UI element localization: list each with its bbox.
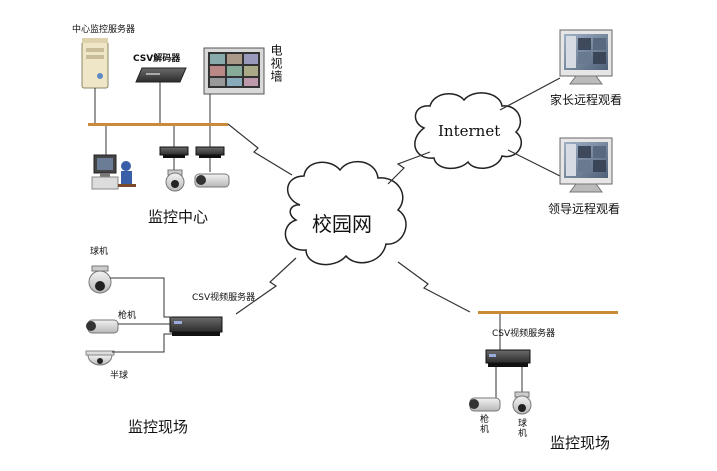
half-dome-camera-left-icon (85, 350, 115, 366)
leader-remote-label: 领导远程观看 (548, 202, 621, 216)
center-server-label: 中心监控服务器 (72, 25, 136, 35)
link-internet-leader (507, 149, 561, 177)
site-left-gun-label: 枪机 (118, 311, 137, 321)
dome-camera-center-icon (165, 169, 185, 192)
leader-monitor-icon (559, 137, 613, 193)
parent-remote-label: 家长远程观看 (550, 93, 623, 107)
link-campus-site-right (397, 261, 471, 313)
link-center-campus (227, 123, 293, 176)
site-right-backbone (478, 311, 618, 314)
dome-camera-right-icon (512, 391, 532, 415)
csv-video-server-right-icon (485, 349, 531, 367)
workstation-icon (91, 154, 136, 190)
gun-camera-right-icon (469, 397, 501, 412)
site-right-dome-label: 球机 (516, 418, 526, 438)
link-campus-internet (387, 151, 431, 185)
server-icon (81, 38, 109, 89)
site-right-gun-label: 枪机 (478, 414, 488, 434)
internet-cloud-shape (414, 92, 522, 170)
tv-wall-label: 电视墙 (269, 44, 283, 83)
campus-cloud-shape (284, 160, 407, 266)
link-internet-parent (499, 77, 561, 111)
site-left-title: 监控现场 (128, 418, 189, 436)
tv-wall-icon (203, 47, 265, 95)
csv-decoder-label: CSV解码器 (133, 54, 181, 64)
bullet-camera-center-icon (194, 173, 230, 188)
parent-monitor-icon (559, 29, 613, 85)
monitor-center-backbone (88, 123, 228, 126)
csv-video-server-left-icon (169, 316, 223, 336)
site-right-title: 监控现场 (550, 434, 611, 452)
site-left-server-label: CSV视频服务器 (192, 293, 256, 303)
encoder-1-icon (159, 146, 189, 158)
campus-net-label: 校园网 (312, 212, 372, 236)
dome-camera-left-icon (88, 265, 112, 294)
site-left-half-dome-label: 半球 (110, 371, 129, 381)
csv-decoder-icon (135, 67, 187, 83)
encoder-2-icon (195, 146, 225, 158)
monitor-center-label: 监控中心 (148, 208, 209, 226)
site-left-dome-label: 球机 (90, 247, 109, 257)
internet-label: Internet (438, 122, 501, 140)
gun-camera-left-icon (86, 319, 119, 334)
link-campus-site-left (235, 257, 297, 315)
site-right-server-label: CSV视频服务器 (492, 329, 556, 339)
